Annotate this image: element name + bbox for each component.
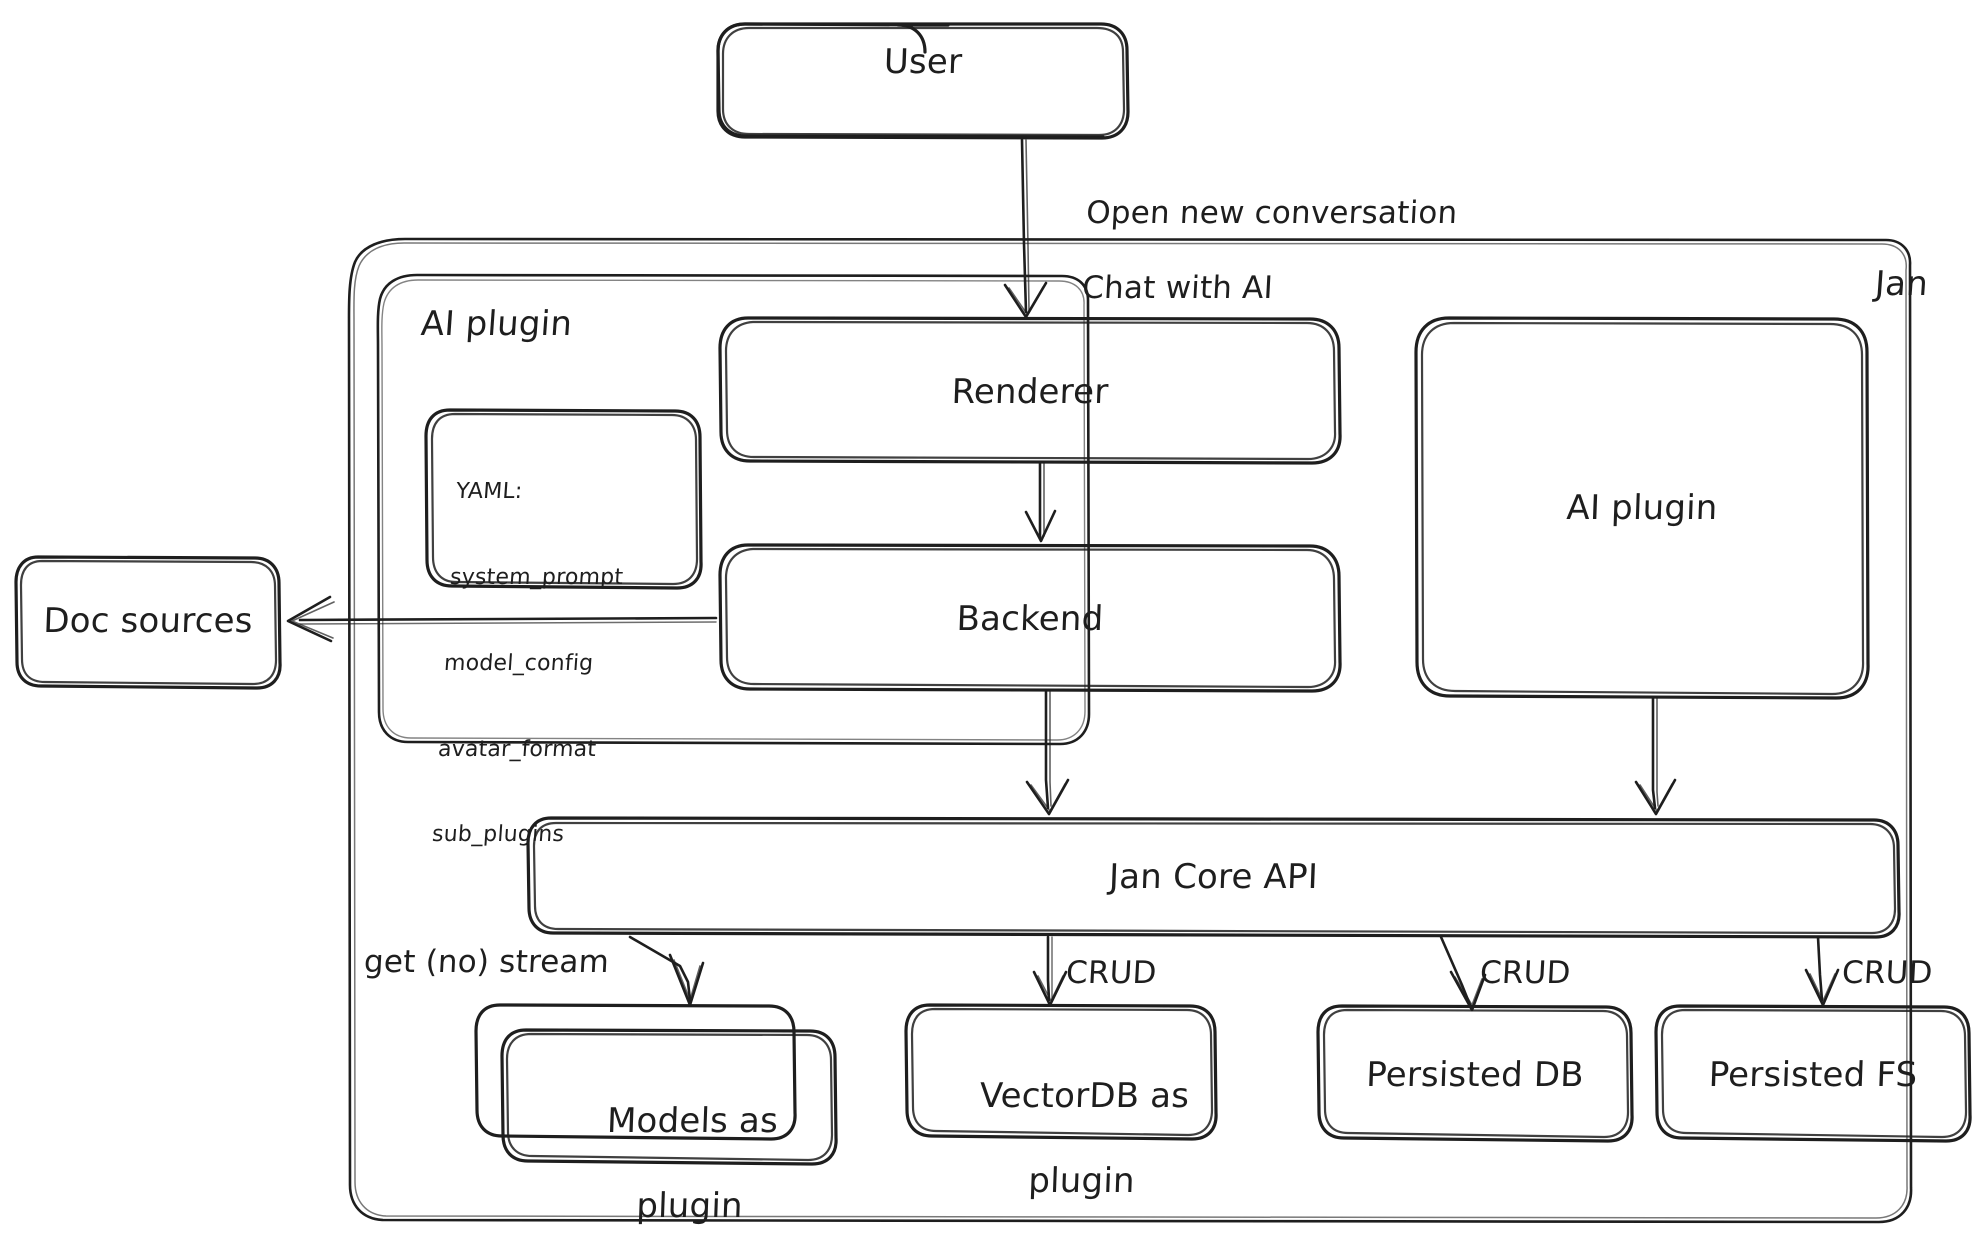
edge-core-api-to-persisted-fs — [1804, 935, 1840, 1007]
edge-ai-plugin-to-core-api — [1634, 696, 1677, 816]
node-jan-core-api-outline — [526, 816, 1901, 939]
node-label-user[interactable]: User — [883, 42, 963, 82]
container-jan-outline — [347, 237, 1913, 1224]
node-models-as-plugin-outline — [474, 1003, 838, 1166]
edge-label-core-api-to-vectordb: CRUD — [1065, 955, 1158, 991]
edge-renderer-to-backend — [1024, 461, 1057, 543]
node-persisted-db-outline — [1316, 1004, 1634, 1143]
edge-core-api-to-persisted-db — [1439, 935, 1487, 1012]
node-label-models-as-plugin-line2: plugin — [635, 1186, 744, 1227]
node-ai-plugin-outline — [1414, 316, 1870, 700]
edge-label-core-api-to-models: get (no) stream — [363, 944, 611, 980]
node-label-jan-core-api[interactable]: Jan Core API — [1108, 857, 1319, 897]
node-label-models-as-plugin-line1: Models as — [606, 1100, 779, 1141]
container-label-jan: Jan — [1873, 264, 1930, 304]
yaml-note-key-model-config: model_config — [443, 650, 595, 676]
node-label-doc-sources[interactable]: Doc sources — [42, 601, 254, 641]
node-renderer-outline — [718, 316, 1342, 465]
edge-backend-to-doc-sources — [286, 595, 718, 643]
edge-label-user-to-renderer-line2: Chat with AI — [1081, 270, 1274, 307]
node-label-vectordb-as-plugin[interactable]: VectorDB as plugin — [902, 1032, 1219, 1246]
edge-core-api-to-models — [628, 935, 705, 1007]
yaml-note-key-sub-plugins: sub_plugins — [431, 822, 566, 848]
yaml-note-key-system-prompt: system_prompt — [449, 564, 625, 590]
node-label-ai-plugin[interactable]: AI plugin — [1565, 488, 1719, 528]
node-label-backend[interactable]: Backend — [955, 599, 1105, 639]
edge-label-core-api-to-persisted-db: CRUD — [1479, 955, 1572, 991]
node-user-outline — [716, 22, 1130, 140]
node-vectordb-as-plugin-outline — [904, 1003, 1218, 1141]
node-label-models-as-plugin[interactable]: Models as plugin — [498, 1057, 839, 1246]
edge-core-api-to-vectordb — [1032, 935, 1068, 1007]
node-label-persisted-fs[interactable]: Persisted FS — [1707, 1055, 1919, 1095]
node-doc-sources-outline — [14, 555, 282, 690]
yaml-note-outline — [424, 408, 703, 590]
node-label-vectordb-as-plugin-line2: plugin — [1027, 1161, 1136, 1202]
yaml-note-text: YAML: system_prompt model_config avatar_… — [427, 421, 717, 907]
yaml-note-key-avatar-format: avatar_format — [437, 736, 598, 762]
edge-label-user-to-renderer-line1: Open new conversation — [1085, 194, 1459, 231]
edge-user-to-renderer — [1003, 138, 1048, 319]
edge-label-user-to-renderer: Open new conversation Chat with AI — [1039, 157, 1460, 346]
node-label-renderer[interactable]: Renderer — [950, 372, 1110, 412]
edge-label-core-api-to-persisted-fs: CRUD — [1841, 955, 1934, 991]
node-label-persisted-db[interactable]: Persisted DB — [1365, 1055, 1585, 1095]
node-backend-outline — [718, 543, 1342, 693]
node-label-vectordb-as-plugin-line1: VectorDB as — [979, 1075, 1190, 1116]
container-label-ai-plugin-group: AI plugin — [419, 304, 574, 344]
edge-backend-to-core-api — [1025, 689, 1070, 816]
container-ai-plugin-group-outline — [376, 273, 1091, 746]
yaml-note-heading: YAML: — [455, 479, 524, 505]
node-persisted-fs-outline — [1654, 1004, 1972, 1143]
